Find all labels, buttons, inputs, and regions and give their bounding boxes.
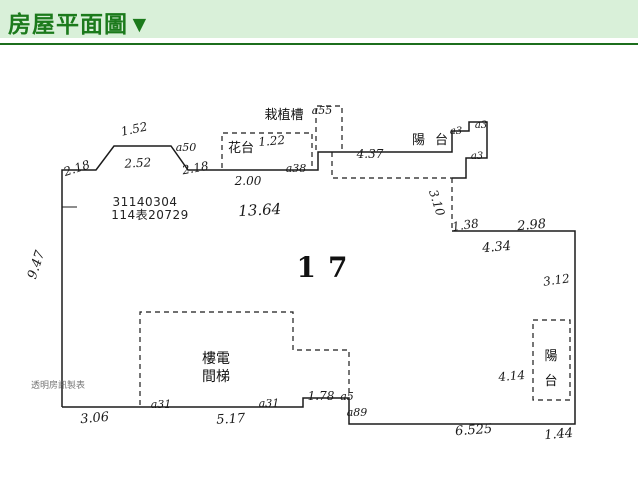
dim-9-47: 9.47 <box>25 248 48 281</box>
page-header: 房屋平面圖▼ <box>0 0 638 38</box>
dim-1-52: 1.52 <box>120 119 149 138</box>
dim-5-17: 5.17 <box>216 411 246 428</box>
outer-wall-bottom <box>62 230 576 425</box>
dim-a50: a50 <box>176 141 197 154</box>
elevator-label-line1: 樓電 <box>202 351 230 367</box>
top-balcony-inner-line <box>331 152 452 179</box>
dim-3-10: 3.10 <box>426 188 448 218</box>
dim-3-12: 3.12 <box>542 271 570 289</box>
dim-1-38: 1.38 <box>451 216 480 234</box>
elevator-label-line2: 間梯 <box>202 369 230 385</box>
dim-4-37: 4.37 <box>356 147 384 161</box>
dim-a3-second: a3 <box>475 120 487 131</box>
unit-number: 17 <box>297 251 360 284</box>
dim-a3-third: a3 <box>471 151 483 162</box>
right-balcony-label-char1: 陽 <box>544 349 557 364</box>
flower-bed-label: 花台 <box>228 140 254 156</box>
dim-2-18-right: 2.18 <box>180 159 210 178</box>
dim-a31-left: a31 <box>151 398 172 411</box>
dim-a31-right: a31 <box>259 397 280 410</box>
dim-a55: a55 <box>312 104 333 117</box>
registration-number-1: 31140304 <box>112 195 177 209</box>
dim-2-00: 2.00 <box>234 174 262 188</box>
outer-wall-top <box>61 121 488 407</box>
dim-1-78: 1.78 <box>308 389 335 403</box>
dim-2-52: 2.52 <box>123 155 151 170</box>
right-balcony-outline <box>532 319 571 401</box>
planting-trough-outline <box>315 105 343 150</box>
dim-1-22: 1.22 <box>258 133 286 149</box>
dim-2-98: 2.98 <box>516 217 547 235</box>
dim-a5: a5 <box>340 390 354 403</box>
dim-13-64: 13.64 <box>238 200 282 220</box>
top-balcony-label: 陽台 <box>412 133 458 148</box>
dim-2-18-left: 2.18 <box>61 157 92 179</box>
dim-a89: a89 <box>347 406 368 419</box>
dim-6-525: 6.525 <box>455 422 493 440</box>
dim-a38: a38 <box>286 162 307 175</box>
page-title[interactable]: 房屋平面圖▼ <box>8 11 152 37</box>
elevator-core-outline <box>139 311 350 405</box>
header-divider <box>0 43 638 45</box>
right-balcony-label-char2: 台 <box>544 374 557 389</box>
dim-4-14: 4.14 <box>497 368 526 384</box>
watermark-text: 透明房訊製表 <box>31 379 85 391</box>
dim-3-06: 3.06 <box>80 410 110 427</box>
registration-number-2: 114表20729 <box>111 208 189 222</box>
dim-a3-first: a3 <box>450 126 462 137</box>
dim-1-44: 1.44 <box>544 426 574 443</box>
dim-4-34: 4.34 <box>481 239 512 257</box>
planting-trough-label: 栽植槽 <box>264 107 303 123</box>
